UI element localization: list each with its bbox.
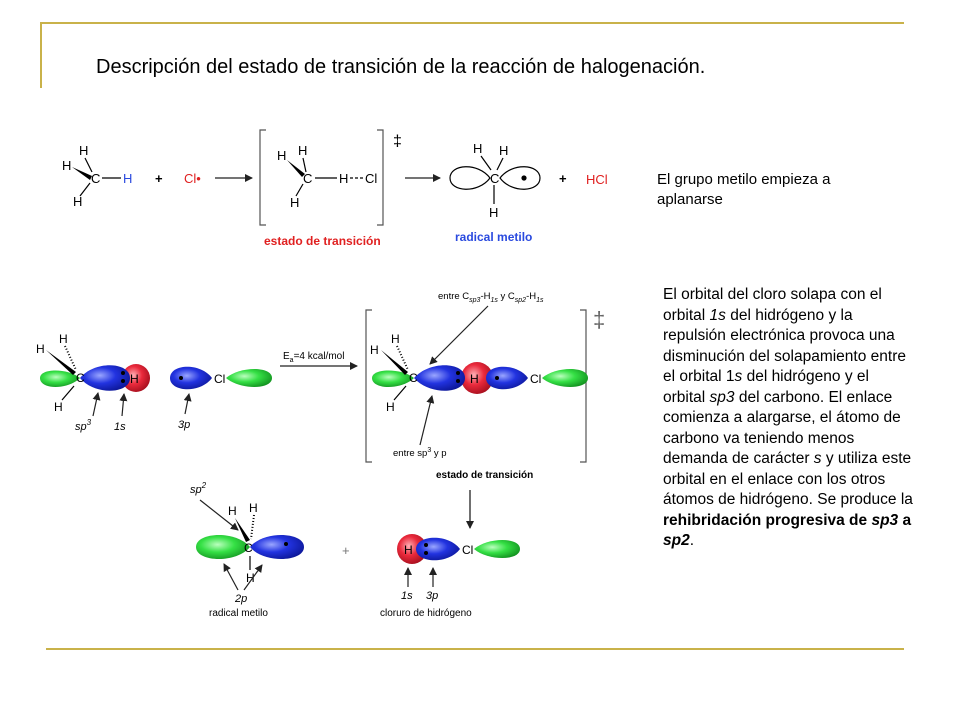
atom-h: H	[386, 400, 395, 414]
sp3-orbital-back	[372, 370, 414, 387]
wedge-bond	[381, 350, 408, 375]
2p-label: 2p	[234, 593, 247, 605]
atom-h: H	[62, 158, 71, 173]
bottom-rule	[46, 648, 904, 650]
atom-h: H	[246, 571, 255, 585]
atom-h: H	[290, 195, 299, 210]
ts-orbitals: H Cl C H H H	[370, 332, 588, 414]
methyl-radical-orbitals: C H H H	[196, 501, 304, 585]
atom-h: H	[499, 143, 508, 158]
cl-3p-lobe-green	[474, 540, 520, 558]
h-1s-orbital	[122, 364, 150, 392]
atom-h: H	[473, 141, 482, 156]
atom-h: H	[36, 342, 45, 356]
p-orbital-lobe-blue	[250, 534, 304, 560]
p-orbital-lobe	[499, 166, 541, 190]
h-1s-orbital	[461, 362, 493, 394]
atom-h: H	[59, 332, 68, 346]
dagger-symbol: ‡	[593, 307, 605, 332]
hcl-product: HCl	[586, 172, 608, 187]
bond-line	[84, 157, 93, 173]
1s-label: 1s	[401, 590, 413, 602]
sp3-orbital-front	[414, 365, 465, 391]
atom-c: C	[244, 541, 253, 555]
plus-sign: +	[155, 171, 163, 186]
methyl-radical-molecule: H H C H	[449, 141, 541, 220]
p-orbital-lobe-green	[196, 534, 250, 560]
atom-cl: Cl	[462, 543, 473, 557]
chlorine-orbitals: Cl	[170, 366, 272, 390]
atom-c: C	[76, 371, 85, 385]
atom-h: H	[489, 205, 498, 220]
sp3-orbital-back	[40, 370, 80, 387]
radical-label: radical metilo	[455, 230, 532, 244]
bond-line	[79, 182, 91, 197]
overlap-label-bottom: entre sp3 y p	[393, 447, 447, 459]
atom-h: H	[470, 372, 479, 386]
cl-3p-lobe-blue	[416, 537, 460, 561]
top-rule	[40, 22, 904, 24]
atom-h: H	[339, 171, 348, 186]
plus-sign: +	[559, 171, 567, 186]
transition-state-molecule: H H C H Cl H	[277, 143, 377, 210]
ts-bracket-left	[365, 309, 372, 463]
plus-sign: +	[342, 543, 350, 558]
chlorine-radical: Cl•	[184, 171, 201, 186]
atom-h: H	[54, 400, 63, 414]
note-methyl-flattening: El grupo metilo empieza a aplanarse	[657, 171, 831, 208]
wedge-bond	[287, 160, 305, 177]
dagger-symbol: ‡	[393, 133, 402, 150]
hcl-orbitals: H Cl	[397, 534, 520, 564]
atom-h: H	[123, 171, 132, 186]
wedge-bond	[46, 350, 76, 375]
3p-label: 3p	[426, 590, 438, 602]
wedge-bond	[72, 167, 92, 180]
hcl-label: cloruro de hidrógeno	[380, 608, 472, 619]
sp3-orbital-front	[80, 365, 130, 391]
h-1s-orbital	[397, 534, 427, 564]
ts-bracket-right	[377, 129, 384, 226]
atom-cl: Cl	[530, 372, 541, 386]
note-orbital-explanation: El orbital del cloro solapa con el orbit…	[663, 286, 913, 549]
atom-h: H	[73, 194, 82, 209]
slide-title: Descripción del estado de transición de …	[96, 56, 706, 78]
atom-h: H	[228, 504, 237, 518]
atom-h: H	[249, 501, 258, 515]
atom-c: C	[490, 171, 499, 186]
cl-3p-lobe-green	[226, 369, 272, 387]
overlap-label-top: entre Csp3-H1s y Csp2-H1s	[438, 291, 544, 304]
ts-bracket-right	[580, 309, 587, 463]
atom-h: H	[79, 143, 88, 158]
sp2-label: sp2	[190, 481, 207, 496]
sp3-label: sp3	[75, 418, 92, 433]
atom-c: C	[91, 171, 100, 186]
1s-label: 1s	[114, 421, 126, 433]
cl-3p-lobe-blue	[486, 366, 528, 390]
radical-electron	[284, 542, 288, 546]
atom-h: H	[130, 372, 139, 386]
atom-h: H	[404, 543, 413, 557]
p-orbital-lobe	[449, 166, 491, 190]
atom-h: H	[277, 148, 286, 163]
left-rule	[40, 22, 42, 88]
ts-label-orbitals: estado de transición	[436, 470, 533, 481]
radical-electron	[521, 175, 527, 181]
ts-bracket-left	[259, 129, 266, 226]
atom-h: H	[298, 143, 307, 158]
cl-3p-lobe-blue	[170, 366, 212, 390]
atom-cl: Cl	[214, 372, 225, 386]
activation-energy: Ea=4 kcal/mol	[283, 351, 344, 364]
atom-h: H	[370, 343, 379, 357]
methane-orbitals: H C H H H	[36, 332, 150, 414]
cl-3p-lobe-green	[542, 369, 588, 387]
atom-cl: Cl	[365, 171, 377, 186]
atom-c: C	[409, 371, 418, 385]
ts-label: estado de transición	[264, 234, 381, 248]
atom-h: H	[391, 332, 400, 346]
atom-c: C	[303, 171, 312, 186]
methyl-radical-label: radical metilo	[209, 608, 268, 619]
3p-label: 3p	[178, 419, 190, 431]
methane-molecule: H H C H H	[62, 143, 132, 209]
